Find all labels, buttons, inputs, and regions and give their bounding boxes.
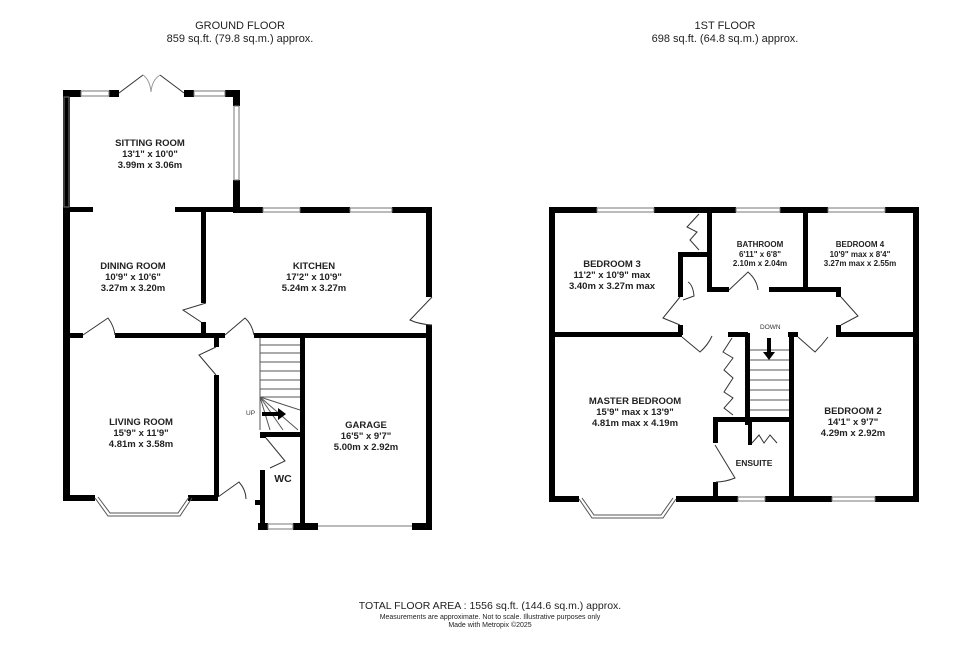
room-dimensions-metric: 3.27m max x 2.55m — [823, 259, 897, 268]
room-name: MASTER BEDROOM — [588, 396, 682, 407]
room-bedroom-2: BEDROOM 2 14'1" x 9'7" 4.29m x 2.92m — [821, 406, 885, 439]
room-dimensions-imperial: 6'11" x 6'8" — [738, 249, 782, 259]
room-dimensions-imperial: 17'2" x 10'9" — [286, 272, 342, 283]
room-dimensions-metric: 3.40m x 3.27m max — [568, 281, 656, 292]
room-bathroom: BATHROOM 6'11" x 6'8" 2.10m x 2.04m — [733, 240, 787, 269]
room-name: SITTING ROOM — [115, 138, 185, 149]
ground-floor-area: 859 sq.ft. (79.8 sq.m.) approx. — [166, 33, 314, 45]
ground-floor-header: GROUND FLOOR 859 sq.ft. (79.8 sq.m.) app… — [140, 20, 340, 46]
room-name: WC — [274, 473, 292, 485]
room-bedroom-3: BEDROOM 3 11'2" x 10'9" max 3.40m x 3.27… — [569, 259, 655, 292]
room-ensuite: ENSUITE — [736, 458, 773, 469]
credit-note: Made with Metropix ©2025 — [448, 622, 532, 629]
room-dimensions-metric: 4.29m x 2.92m — [820, 428, 886, 439]
ground-floor-title: GROUND FLOOR — [195, 20, 285, 32]
room-name: BATHROOM — [736, 240, 784, 249]
room-dimensions-metric: 5.00m x 2.92m — [333, 442, 399, 453]
room-name: BEDROOM 2 — [824, 406, 882, 417]
first-floor-header: 1ST FLOOR 698 sq.ft. (64.8 sq.m.) approx… — [625, 20, 825, 46]
stairs-down-arrow-icon — [763, 338, 775, 360]
room-dimensions-metric: 3.99m x 3.06m — [117, 160, 183, 171]
stairs-down-label: DOWN — [760, 324, 781, 331]
room-name: LIVING ROOM — [109, 417, 173, 428]
total-floor-area: TOTAL FLOOR AREA : 1556 sq.ft. (144.6 sq… — [358, 600, 622, 612]
room-dimensions-imperial: 10'9" x 10'6" — [105, 272, 161, 283]
room-dimensions-imperial: 10'9" max x 8'4" — [829, 249, 891, 259]
room-garage: GARAGE 16'5" x 9'7" 5.00m x 2.92m — [334, 420, 398, 453]
room-name: GARAGE — [345, 420, 387, 431]
room-dimensions-imperial: 15'9" max x 13'9" — [596, 407, 674, 418]
first-floor-area: 698 sq.ft. (64.8 sq.m.) approx. — [651, 33, 799, 45]
stairs-up-label: UP — [246, 410, 256, 417]
disclaimer-note: Measurements are approximate. Not to sca… — [379, 614, 601, 621]
room-wc: WC — [274, 474, 292, 485]
room-name: KITCHEN — [292, 261, 336, 272]
room-dimensions-imperial: 16'5" x 9'7" — [340, 431, 392, 442]
room-dimensions-metric: 5.24m x 3.27m — [281, 283, 347, 294]
room-dimensions-metric: 2.10m x 2.04m — [732, 259, 788, 268]
room-bedroom-4: BEDROOM 4 10'9" max x 8'4" 3.27m max x 2… — [824, 240, 897, 269]
room-dimensions-imperial: 11'2" x 10'9" max — [573, 270, 651, 281]
stairs-up-arrow-icon — [262, 408, 286, 420]
room-dimensions-imperial: 15'9" x 11'9" — [113, 428, 169, 439]
room-name: BEDROOM 4 — [835, 240, 885, 249]
room-name: ENSUITE — [735, 458, 773, 468]
room-dimensions-metric: 4.81m x 3.58m — [108, 439, 174, 450]
room-dimensions-metric: 3.27m x 3.20m — [100, 283, 166, 294]
room-dimensions-imperial: 13'1" x 10'0" — [122, 149, 178, 160]
room-name: BEDROOM 3 — [583, 259, 641, 270]
room-name: DINING ROOM — [100, 261, 166, 272]
room-dining-room: DINING ROOM 10'9" x 10'6" 3.27m x 3.20m — [100, 261, 165, 294]
room-living-room: LIVING ROOM 15'9" x 11'9" 4.81m x 3.58m — [109, 417, 173, 450]
room-sitting-room: SITTING ROOM 13'1" x 10'0" 3.99m x 3.06m — [115, 138, 185, 171]
room-dimensions-imperial: 14'1" x 9'7" — [827, 417, 879, 428]
room-dimensions-metric: 4.81m max x 4.19m — [591, 418, 679, 429]
room-kitchen: KITCHEN 17'2" x 10'9" 5.24m x 3.27m — [282, 261, 346, 294]
first-floor-title: 1ST FLOOR — [694, 20, 756, 32]
room-master-bedroom: MASTER BEDROOM 15'9" max x 13'9" 4.81m m… — [589, 396, 681, 429]
